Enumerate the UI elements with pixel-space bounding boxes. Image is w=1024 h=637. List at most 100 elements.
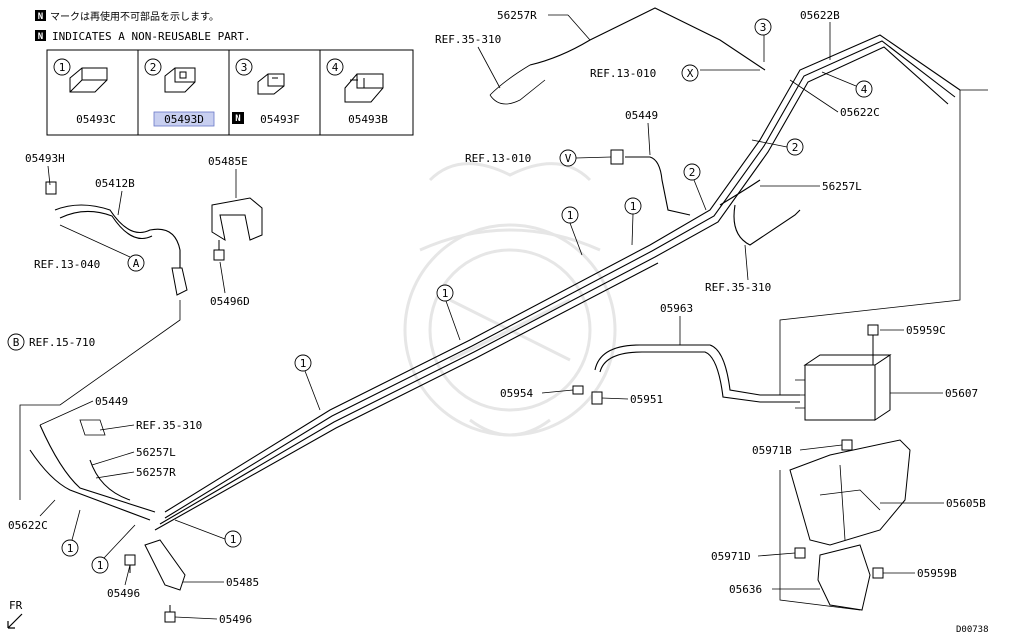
label-56257r-left[interactable]: 56257R <box>136 466 176 479</box>
guard-05636-shape <box>817 544 871 611</box>
callout-2-a[interactable]: 2 <box>683 163 707 211</box>
ref-letter-b[interactable]: B <box>7 333 25 351</box>
label-05485[interactable]: 05485 <box>226 576 259 589</box>
front-direction-arrow: FR <box>7 599 23 629</box>
svg-text:05493C: 05493C <box>76 113 116 126</box>
label-05449-left[interactable]: 05449 <box>95 395 128 408</box>
line-ref15-710 <box>19 300 181 521</box>
main-pipe-bundle <box>154 34 961 531</box>
label-05496d[interactable]: 05496D <box>210 295 250 308</box>
callout-1-c[interactable]: 1 <box>436 284 461 341</box>
svg-text:1: 1 <box>230 533 237 546</box>
legend-item-05493b[interactable]: 4 05493B <box>326 58 388 126</box>
clip-05493c-icon <box>69 67 108 93</box>
svg-text:4: 4 <box>332 61 339 74</box>
svg-text:V: V <box>565 152 572 165</box>
callout-1-a[interactable]: 1 <box>561 206 583 256</box>
label-05412b[interactable]: 05412B <box>95 177 135 190</box>
label-05954[interactable]: 05954 <box>500 387 533 400</box>
svg-text:05493D: 05493D <box>164 113 204 126</box>
bolt-05971b <box>841 439 853 451</box>
bolt-05496-upper <box>124 554 136 573</box>
svg-text:3: 3 <box>760 21 767 34</box>
clip-05493f-icon <box>257 73 285 95</box>
bolt-05959c <box>867 324 879 365</box>
label-ref13-010-v[interactable]: REF.13-010 <box>465 152 531 165</box>
legend-item-05493c[interactable]: 1 05493C <box>53 58 116 126</box>
svg-text:A: A <box>133 257 140 270</box>
label-56257l-right[interactable]: 56257L <box>822 180 862 193</box>
diagram-id: D00738 <box>956 625 989 635</box>
bolt-05496d-shape <box>213 240 225 261</box>
label-05963[interactable]: 05963 <box>660 302 693 315</box>
label-05951[interactable]: 05951 <box>630 393 663 406</box>
label-05622b[interactable]: 05622B <box>800 9 840 22</box>
label-05496-a[interactable]: 05496 <box>107 587 140 600</box>
label-ref15-710[interactable]: REF.15-710 <box>29 336 95 349</box>
label-56257l-left[interactable]: 56257L <box>136 446 176 459</box>
legend-item-05493f[interactable]: 3 N 05493F <box>232 58 300 126</box>
callout-4[interactable]: 4 <box>821 71 873 98</box>
svg-text:FR: FR <box>9 599 23 612</box>
callout-2-b[interactable]: 2 <box>751 138 804 156</box>
legend-item-05493d[interactable]: 2 05493D <box>144 58 215 127</box>
label-05959c[interactable]: 05959C <box>906 324 946 337</box>
label-05622c-left[interactable]: 05622C <box>8 519 48 532</box>
hose-56257l-right <box>719 179 801 246</box>
label-05959b[interactable]: 05959B <box>917 567 957 580</box>
line-56257r-upper <box>489 7 766 105</box>
callout-1-g[interactable]: 1 <box>91 524 136 574</box>
label-05485e[interactable]: 05485E <box>208 155 248 168</box>
nut-05959b <box>872 567 884 579</box>
nut-05954 <box>572 385 584 395</box>
watermark-emblem <box>403 162 617 437</box>
svg-text:INDICATES A NON-REUSABLE PART.: INDICATES A NON-REUSABLE PART. <box>52 30 251 43</box>
svg-text:05493F: 05493F <box>260 113 300 126</box>
label-05493h[interactable]: 05493H <box>25 152 65 165</box>
line-05449-v <box>610 149 691 216</box>
callout-1-b[interactable]: 1 <box>624 197 642 246</box>
label-05636[interactable]: 05636 <box>729 583 762 596</box>
callout-1-e[interactable]: 1 <box>174 519 242 548</box>
svg-text:B: B <box>13 336 20 349</box>
svg-text:N: N <box>38 32 43 42</box>
non-reusable-note-en: N INDICATES A NON-REUSABLE PART. <box>35 30 251 43</box>
label-05496-b[interactable]: 05496 <box>219 613 252 626</box>
label-ref13-010-x[interactable]: REF.13-010 <box>590 67 656 80</box>
label-56257r-top[interactable]: 56257R <box>497 9 537 22</box>
label-05607[interactable]: 05607 <box>945 387 978 400</box>
bolt-05496-lower <box>164 605 176 623</box>
svg-text:05493B: 05493B <box>348 113 388 126</box>
label-ref35-310-right[interactable]: REF.35-310 <box>705 281 771 294</box>
label-ref35-310-top[interactable]: REF.35-310 <box>435 33 501 46</box>
hose-05963-shape <box>594 344 800 403</box>
svg-text:1: 1 <box>630 200 637 213</box>
svg-text:4: 4 <box>861 83 868 96</box>
svg-text:2: 2 <box>792 141 799 154</box>
svg-text:2: 2 <box>150 61 157 74</box>
callout-3[interactable]: 3 <box>754 18 772 62</box>
label-05622c-top[interactable]: 05622C <box>840 106 880 119</box>
label-05605b[interactable]: 05605B <box>946 497 986 510</box>
svg-text:マークは再使用不可部品を示します。: マークは再使用不可部品を示します。 <box>50 10 219 23</box>
svg-text:2: 2 <box>689 166 696 179</box>
callout-1-f[interactable]: 1 <box>61 509 81 557</box>
label-ref13-040[interactable]: REF.13-040 <box>34 258 100 271</box>
clip-05485-shape <box>144 539 186 591</box>
label-05971d[interactable]: 05971D <box>711 550 751 563</box>
canister-05607-shape <box>795 354 892 421</box>
valve-05951 <box>591 391 603 405</box>
ref-letter-v[interactable]: V <box>559 149 612 167</box>
label-ref35-310-left[interactable]: REF.35-310 <box>136 419 202 432</box>
bolt-05971d <box>794 547 806 559</box>
label-05971b[interactable]: 05971B <box>752 444 792 457</box>
label-05449-top[interactable]: 05449 <box>625 109 658 122</box>
svg-text:3: 3 <box>241 61 248 74</box>
svg-text:1: 1 <box>67 542 74 555</box>
ref-letter-x[interactable]: X <box>681 64 699 82</box>
callout-1-d[interactable]: 1 <box>294 354 321 411</box>
ref-letter-a[interactable]: A <box>59 224 145 272</box>
bracket-05605b-shape <box>789 439 911 546</box>
svg-text:1: 1 <box>59 61 66 74</box>
